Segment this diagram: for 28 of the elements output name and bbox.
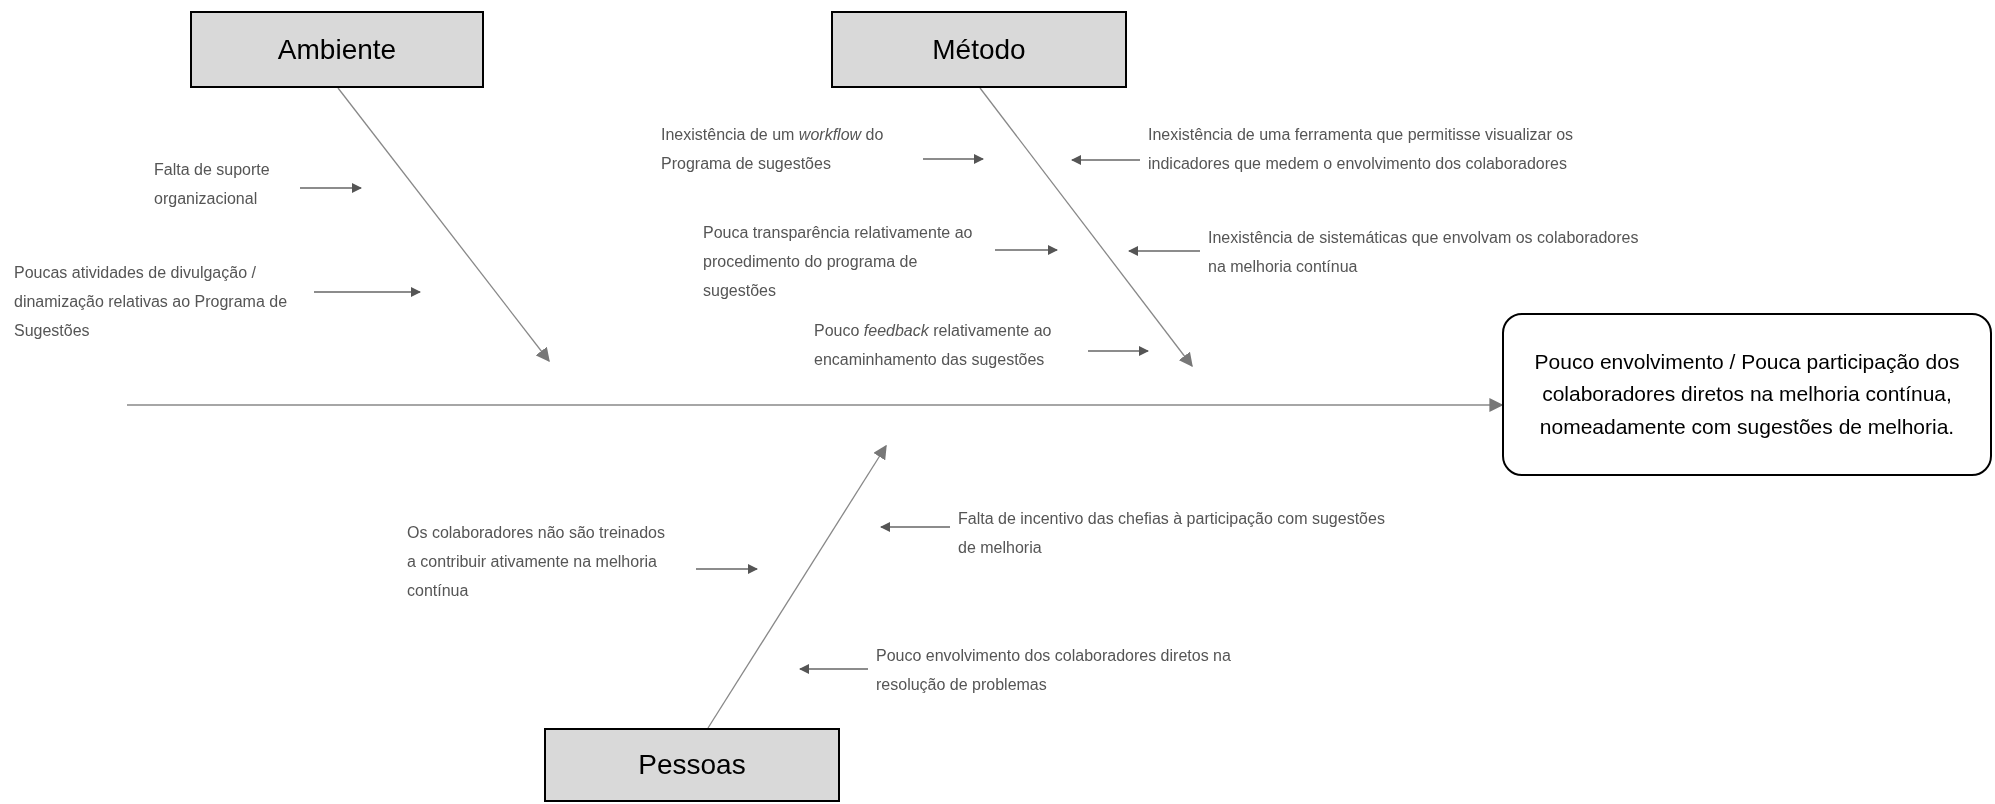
category-box: Método xyxy=(831,11,1127,88)
arrow xyxy=(299,183,362,193)
arrow xyxy=(313,287,421,297)
cause-text: Pouca transparência relativamente ao procedimento do programa de sugestões xyxy=(703,218,995,308)
bone-arrow xyxy=(707,444,887,729)
arrow xyxy=(1071,155,1141,165)
arrow xyxy=(880,522,951,532)
cause-text: Pouco feedback relativamente ao encaminhamento das sugestões xyxy=(814,316,1088,378)
cause-text: Os colaboradores não são treinados a contribuir ativamente na melhoria contínua xyxy=(407,518,696,608)
cause-text: Inexistência de sistemáticas que envolvam os colaboradores na melhoria contínua xyxy=(1200,223,1640,285)
bone-arrow xyxy=(979,87,1193,368)
bone-arrow xyxy=(337,87,550,363)
cause-text: Inexistência de um workflow do Programa de sugestões xyxy=(661,120,923,182)
arrow xyxy=(1128,246,1201,256)
category-box: Ambiente xyxy=(190,11,484,88)
cause-text: Falta de suporte organizacional xyxy=(154,155,300,217)
cause-text: Poucas atividades de divulgação / dinamização relativas ao Programa de Sugestões xyxy=(14,258,314,348)
arrow xyxy=(1087,346,1149,356)
cause-text: Pouco envolvimento dos colaboradores diretos na resolução de problemas xyxy=(868,641,1268,703)
cause-text: Falta de incentivo das chefias à participação com sugestões de melhoria xyxy=(950,504,1390,566)
cause-text: Inexistência de uma ferramenta que permitisse visualizar os indicadores que medem o envolvimento dos colaboradores xyxy=(1140,120,1630,182)
arrow xyxy=(922,154,984,164)
effect-box: Pouco envolvimento / Pouca participação dos colaboradores diretos na melhoria contínua, nomeadamente com sugestões de melhoria. xyxy=(1502,313,1992,476)
arrow xyxy=(799,664,869,674)
spine-arrow xyxy=(126,398,1504,412)
arrow xyxy=(994,245,1058,255)
category-box: Pessoas xyxy=(544,728,840,802)
arrow xyxy=(695,564,758,574)
